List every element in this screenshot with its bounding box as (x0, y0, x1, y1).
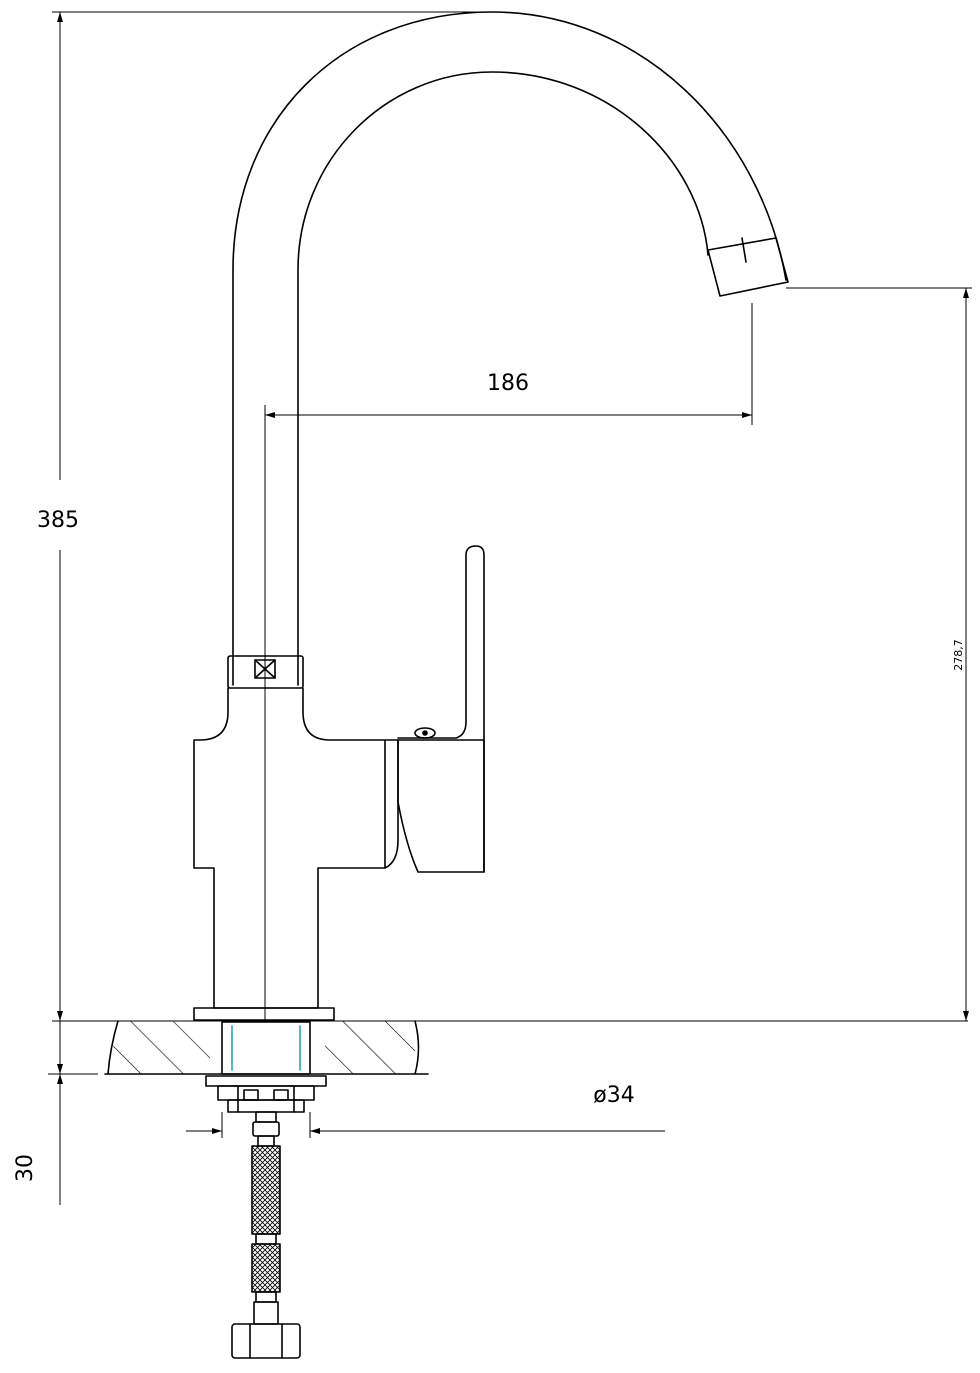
body-step (384, 739, 399, 869)
faucet-body (193, 687, 386, 1009)
aerator-mark (741, 237, 747, 263)
hose-connector-nut (231, 1323, 301, 1359)
spout (232, 11, 789, 686)
base-flange (193, 1007, 335, 1021)
spout-outer-contour (232, 11, 787, 686)
mount-sleeve (221, 1021, 311, 1075)
supply-hose (231, 1111, 301, 1359)
dim-label-278-7: 278,7 (952, 639, 965, 671)
spout-aerator (707, 237, 789, 297)
countertop-section (104, 1007, 429, 1075)
dim-label-d34: ø34 (593, 1083, 634, 1108)
spout-inner-contour (297, 71, 709, 686)
fixing-nut (205, 1075, 327, 1113)
lever-handle (397, 545, 485, 873)
dim-label-385: 385 (37, 508, 79, 533)
dim-label-186: 186 (487, 371, 529, 396)
dim-label-30: 30 (13, 1154, 38, 1182)
lever-screw (414, 727, 436, 739)
